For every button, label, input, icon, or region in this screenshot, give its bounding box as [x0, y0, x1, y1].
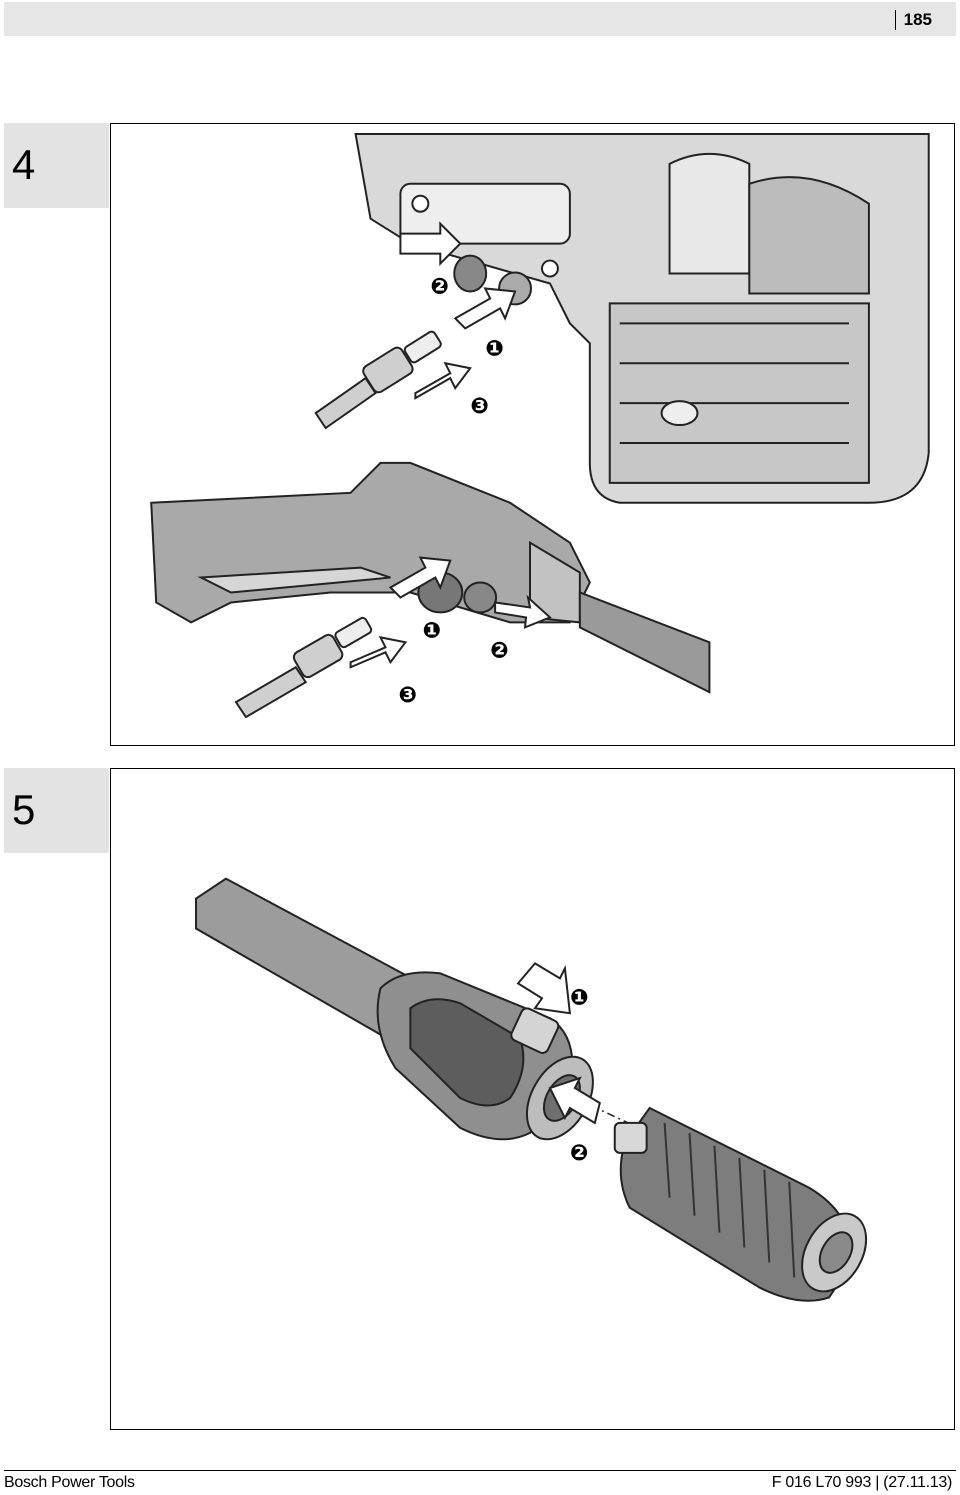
- header-bar: 185: [4, 2, 956, 36]
- figure-number: 5: [12, 786, 36, 833]
- figure-number-tab: 5: [4, 768, 109, 853]
- pressure-washer-hose-connection-drawing: ❷ ❶ ❸ ❶ ❷ ❸: [150, 132, 930, 719]
- figure-number: 4: [12, 141, 36, 188]
- callout-1-bottom: ❶: [422, 618, 441, 643]
- figure-number-tab: 4: [4, 123, 109, 208]
- callout-2: ❷: [570, 1141, 589, 1166]
- lance-nozzle-connection-drawing: ❶ ❷: [195, 877, 868, 1302]
- footer-brand: Bosch Power Tools: [4, 1474, 135, 1491]
- footer-document-code: F 016 L70 993 | (27.11.13): [771, 1474, 953, 1491]
- figure-5-illustration: ❶ ❷: [110, 768, 955, 1430]
- callout-3-bottom: ❸: [398, 683, 417, 708]
- page-number: 185: [894, 10, 932, 30]
- callout-1-top: ❶: [485, 336, 504, 361]
- figure-4-illustration: ❷ ❶ ❸ ❶ ❷ ❸: [110, 123, 955, 746]
- callout-3-top: ❸: [470, 394, 489, 419]
- callout-2-bottom: ❷: [490, 638, 509, 663]
- callout-1: ❶: [570, 985, 589, 1010]
- footer-divider: [4, 1470, 956, 1471]
- callout-2-top: ❷: [430, 274, 449, 299]
